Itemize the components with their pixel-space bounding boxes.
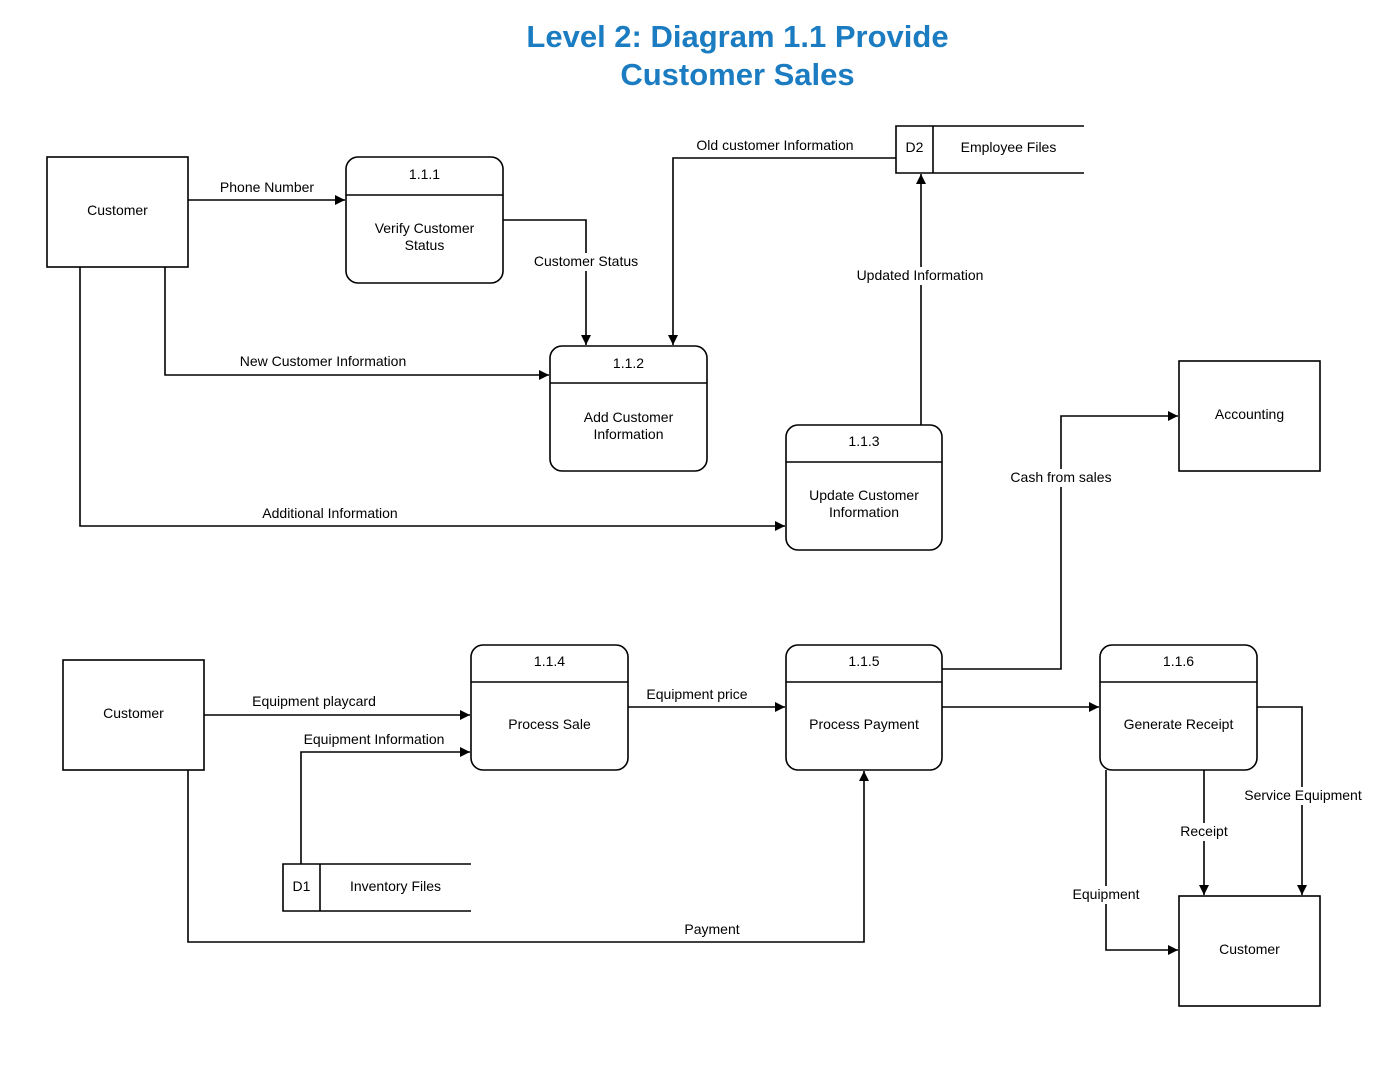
process-label-line-1: Update Customer — [809, 487, 919, 503]
process-label: Process Payment — [809, 716, 919, 732]
flow-equipment: Equipment — [1070, 770, 1178, 955]
datastore-name: Employee Files — [961, 139, 1057, 155]
entity-label: Customer — [1219, 941, 1280, 957]
flow-label: Equipment playcard — [252, 693, 376, 709]
process-id: 1.1.6 — [1163, 653, 1194, 669]
flow-service-equipment: Service Equipment — [1242, 706, 1364, 895]
flow-customer-status: Customer Status — [503, 219, 640, 345]
process-1-1-2: 1.1.2 Add Customer Information — [549, 345, 708, 472]
process-1-1-1: 1.1.1 Verify Customer Status — [345, 156, 504, 284]
process-id: 1.1.5 — [848, 653, 879, 669]
entity-customer-bottom-right: Customer — [1178, 895, 1321, 1007]
flow-label: Equipment Information — [304, 731, 445, 747]
entity-accounting: Accounting — [1178, 360, 1321, 472]
process-label: Generate Receipt — [1124, 716, 1234, 732]
flow-label: Receipt — [1180, 823, 1228, 839]
flow-new-customer-information: New Customer Information — [164, 267, 549, 380]
process-label-line-2: Information — [593, 426, 663, 442]
datastore-id: D2 — [906, 139, 924, 155]
flow-label: Cash from sales — [1010, 469, 1111, 485]
datastore-id: D1 — [293, 878, 311, 894]
flow-label: Additional Information — [262, 505, 397, 521]
flow-equipment-price: Equipment price — [628, 686, 785, 712]
flow-equipment-information: Equipment Information — [300, 731, 470, 864]
flow-old-customer-information: Old customer Information — [668, 137, 896, 345]
entity-label: Customer — [87, 202, 148, 218]
entity-label: Accounting — [1215, 406, 1284, 422]
flow-label: Old customer Information — [696, 137, 853, 153]
flow-phone-number: Phone Number — [188, 179, 345, 205]
flow-additional-information: Additional Information — [79, 267, 785, 531]
process-label-line-2: Information — [829, 504, 899, 520]
entity-customer-top: Customer — [46, 156, 189, 268]
process-label-line-1: Verify Customer — [375, 220, 475, 236]
process-1-1-3: 1.1.3 Update Customer Information — [785, 424, 943, 551]
flow-label: New Customer Information — [240, 353, 407, 369]
flow-label: Service Equipment — [1244, 787, 1362, 803]
process-id: 1.1.3 — [848, 433, 879, 449]
process-id: 1.1.4 — [534, 653, 565, 669]
entity-label: Customer — [103, 705, 164, 721]
title-line-1: Level 2: Diagram 1.1 Provide — [526, 19, 949, 54]
process-1-1-4: 1.1.4 Process Sale — [470, 644, 629, 771]
flow-receipt: Receipt — [1178, 770, 1230, 895]
process-label-line-2: Status — [405, 237, 445, 253]
process-1-1-6: 1.1.6 Generate Receipt — [1099, 644, 1258, 771]
flow-cash-from-sales: Cash from sales — [942, 411, 1178, 670]
flow-label: Phone Number — [220, 179, 315, 195]
flow-label: Updated Information — [857, 267, 984, 283]
flow-label: Payment — [684, 921, 739, 937]
process-label-line-1: Add Customer — [584, 409, 674, 425]
datastore-name: Inventory Files — [350, 878, 441, 894]
title-line-2: Customer Sales — [620, 57, 855, 92]
entity-customer-bottom-left: Customer — [62, 659, 205, 771]
process-id: 1.1.2 — [613, 355, 644, 371]
flow-updated-information: Updated Information — [855, 174, 987, 425]
flow-label: Customer Status — [534, 253, 638, 269]
process-1-1-5: 1.1.5 Process Payment — [785, 644, 943, 771]
flow-label: Equipment price — [646, 686, 747, 702]
flow-payment: Payment — [187, 770, 869, 943]
datastore-d1: D1 Inventory Files — [282, 863, 471, 912]
diagram-title: Level 2: Diagram 1.1 Provide Customer Sa… — [0, 18, 1383, 94]
flow-label: Equipment — [1073, 886, 1140, 902]
datastore-d2: D2 Employee Files — [895, 125, 1084, 174]
process-id: 1.1.1 — [409, 166, 440, 182]
flow-equipment-playcard: Equipment playcard — [204, 693, 470, 720]
process-label: Process Sale — [508, 716, 591, 732]
